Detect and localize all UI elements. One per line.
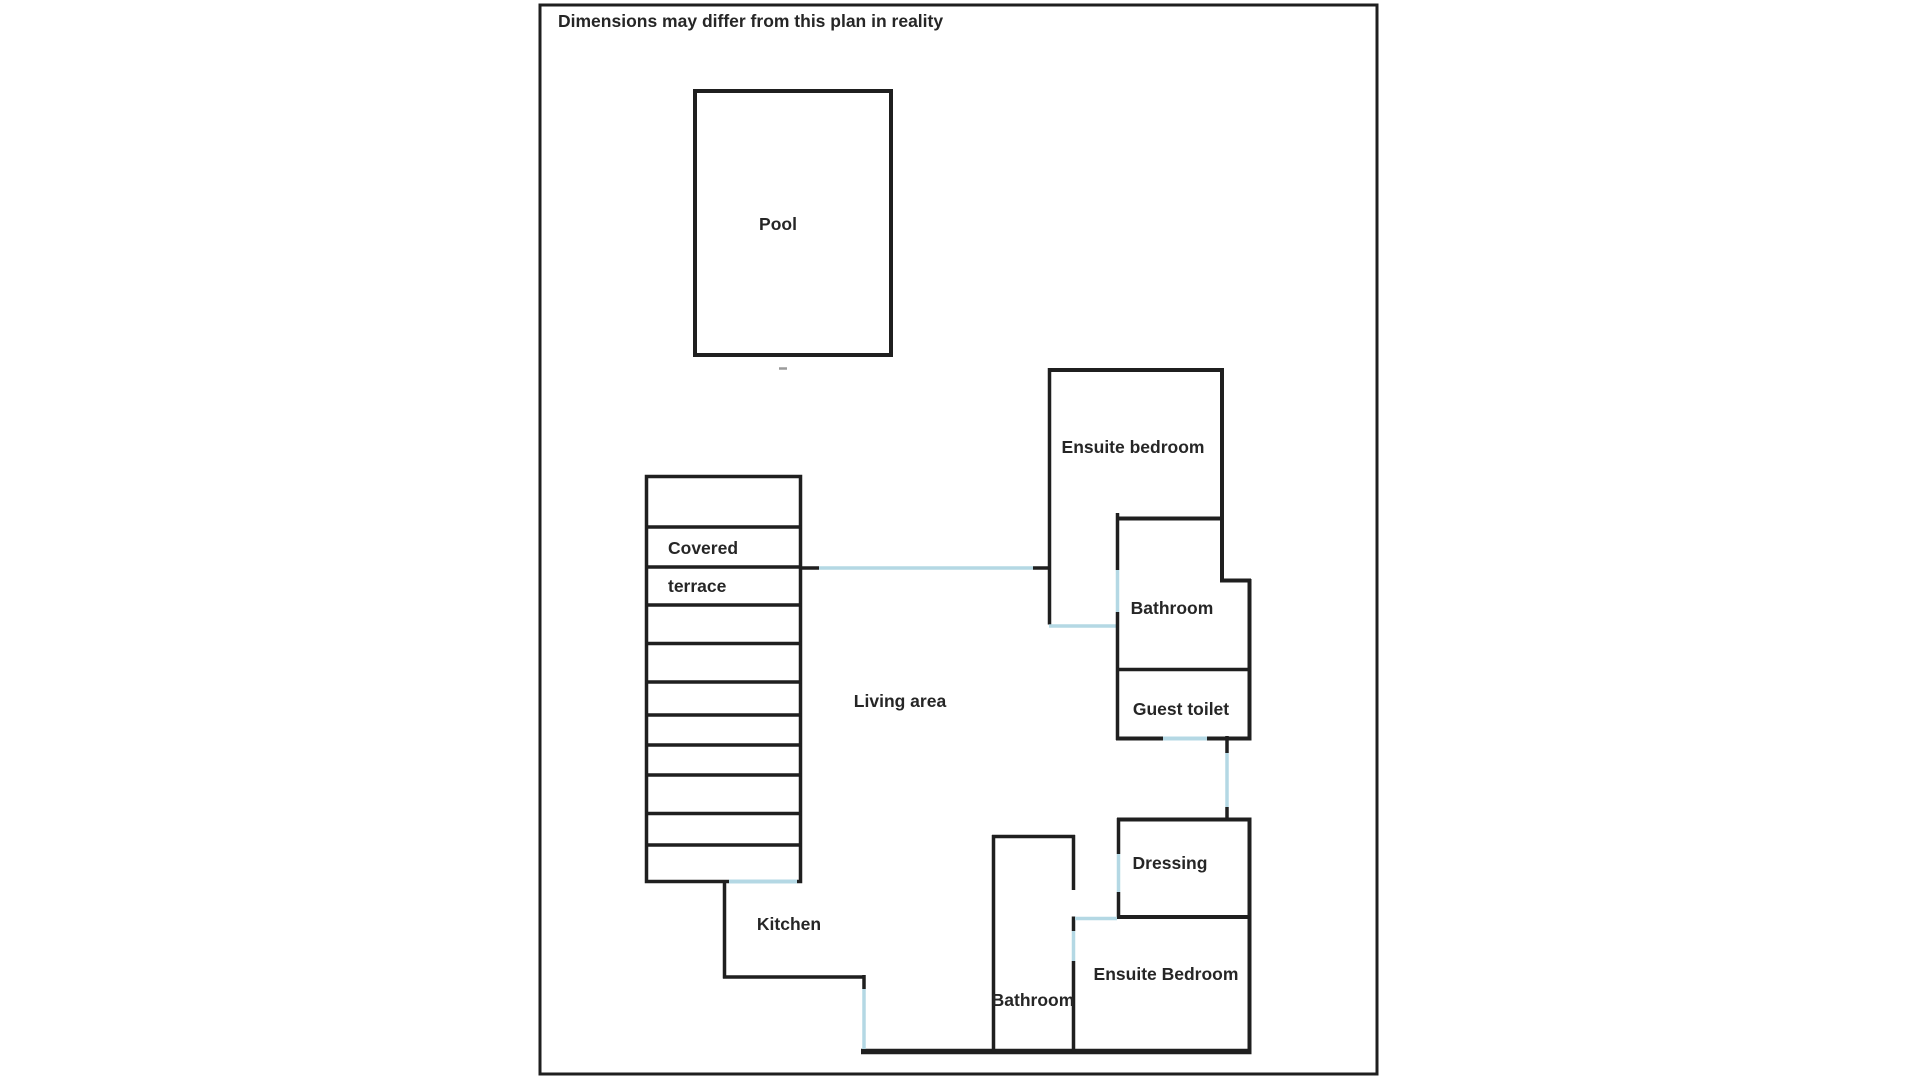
- covered-terrace-label-line2: terrace: [668, 576, 727, 596]
- room-guest-toilet: Guest toilet: [1116, 667, 1252, 741]
- wall-segment: [644, 474, 803, 884]
- room-dressing: Dressing: [1116, 817, 1252, 1053]
- covered-terrace-label-line1: Covered: [668, 538, 738, 558]
- living-area-label: Living area: [854, 691, 947, 711]
- ensuite-bedroom-top-label: Ensuite bedroom: [1062, 437, 1205, 457]
- bathroom-bottom-label: Bathroom: [992, 990, 1075, 1010]
- room-bathroom-bottom: Bathroom: [992, 834, 1117, 1051]
- wall-segment: [693, 89, 893, 357]
- bathroom-ensuite-top-label: Bathroom: [1131, 598, 1214, 618]
- room-ensuite-bedroom-top: Ensuite bedroom: [1047, 368, 1224, 628]
- room-living-area: Living area: [802, 566, 1049, 711]
- room-pool: Pool: [693, 89, 893, 370]
- dressing-label: Dressing: [1133, 853, 1208, 873]
- disclaimer-text: Dimensions may differ from this plan in …: [558, 11, 943, 31]
- pool-label: Pool: [759, 214, 797, 234]
- room-ensuite-bedroom-bottom: Ensuite Bedroom: [861, 964, 1252, 1055]
- guest-toilet-label: Guest toilet: [1133, 699, 1229, 719]
- room-bathroom-ensuite-top: Bathroom: [1115, 513, 1252, 740]
- plan-border: [538, 3, 1379, 1076]
- room-kitchen: Kitchen: [722, 882, 866, 1049]
- kitchen-label: Kitchen: [757, 914, 821, 934]
- room-covered-terrace: Covered terrace: [644, 474, 803, 884]
- ensuite-bedroom-bottom-label: Ensuite Bedroom: [1094, 964, 1239, 984]
